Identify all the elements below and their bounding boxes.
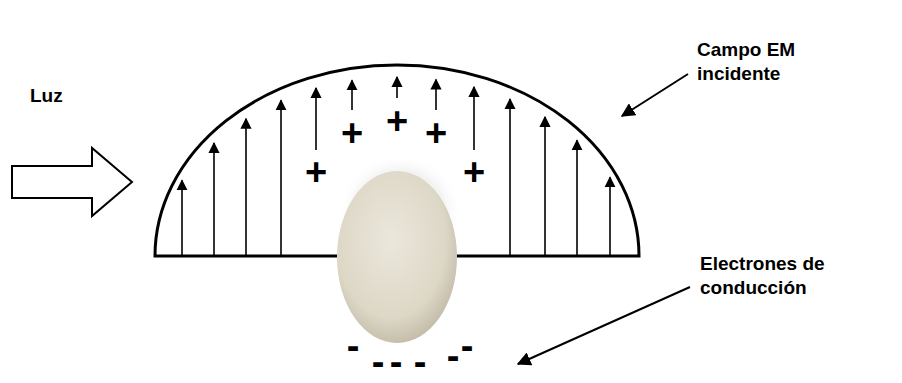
charge-sign: + <box>341 114 363 152</box>
charge-sign: + <box>463 153 485 191</box>
callout-label: Electrones de conducción <box>700 252 840 300</box>
field-arrow <box>245 119 247 255</box>
charge-sign: + <box>305 153 327 191</box>
field-arrow <box>473 87 475 150</box>
field-arrow <box>351 80 353 110</box>
field-arrow <box>396 77 398 98</box>
field-arrow <box>435 79 437 110</box>
charge-sign: - <box>461 327 474 365</box>
nanoparticle <box>337 171 457 343</box>
field-arrow <box>576 140 578 255</box>
field-arrow <box>213 143 215 255</box>
field-arrow <box>280 100 282 255</box>
charge-sign: - <box>372 343 385 381</box>
callout-label: Luz <box>30 84 63 108</box>
leader-line <box>622 74 688 116</box>
field-arrow <box>609 177 611 255</box>
charge-sign: + <box>386 102 408 140</box>
charge-sign: - <box>347 327 360 365</box>
field-arrow <box>544 117 546 255</box>
charge-sign: - <box>414 343 427 381</box>
charge-sign: - <box>390 343 403 381</box>
leader-line <box>518 287 690 364</box>
light-arrow <box>12 148 132 216</box>
field-arrow <box>315 88 317 150</box>
callout-label: Campo EM incidente <box>697 38 815 86</box>
field-arrow <box>509 99 511 255</box>
field-arrow <box>181 180 183 255</box>
charge-sign: + <box>425 114 447 152</box>
charge-sign: - <box>447 337 460 375</box>
